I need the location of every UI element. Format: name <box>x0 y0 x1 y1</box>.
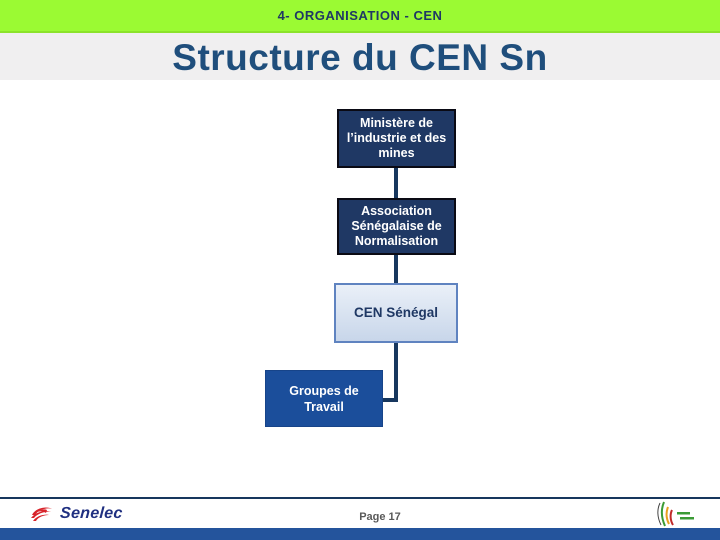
org-box-line: Normalisation <box>354 234 439 248</box>
connector-cen-groupes-vertical <box>394 341 398 402</box>
org-box-line: Sénégalaise de <box>351 219 442 233</box>
bottom-accent-bar <box>0 528 720 540</box>
connector-cen-groupes-elbow <box>381 398 398 402</box>
partner-logo <box>657 501 694 527</box>
senelec-logo: Senelec <box>28 503 123 525</box>
org-box-ministere: Ministère de l’industrie et des mines <box>337 109 456 168</box>
org-box-line: mines <box>378 146 415 160</box>
connector-ministere-asn <box>394 166 398 200</box>
org-box-line: l’industrie et des <box>346 131 447 145</box>
org-box-cen-senegal: CEN Sénégal <box>334 283 458 343</box>
title-band <box>0 33 720 80</box>
org-box-line: Groupes de <box>289 383 359 398</box>
org-box-line: Ministère de <box>360 116 433 130</box>
org-box-groupes-travail: Groupes de Travail <box>265 370 383 427</box>
partner-logo-text-mark <box>677 512 690 515</box>
senelec-wordmark: Senelec <box>59 505 124 522</box>
org-box-line: Association <box>361 204 432 218</box>
footer-divider <box>0 497 720 499</box>
slide-title: Structure du CEN Sn <box>172 37 548 78</box>
connector-asn-cen <box>394 253 398 285</box>
senelec-swoosh-icon <box>31 507 52 521</box>
section-banner: 4- ORGANISATION - CEN <box>0 0 720 33</box>
org-box-line: Travail <box>304 399 344 414</box>
section-kicker: 4- ORGANISATION - CEN <box>277 8 443 23</box>
org-box-asn: Association Sénégalaise de Normalisation <box>337 198 456 255</box>
org-box-line: CEN Sénégal <box>353 305 439 320</box>
page-number: Page 17 <box>359 511 401 523</box>
partner-logo-text-mark <box>680 517 694 520</box>
